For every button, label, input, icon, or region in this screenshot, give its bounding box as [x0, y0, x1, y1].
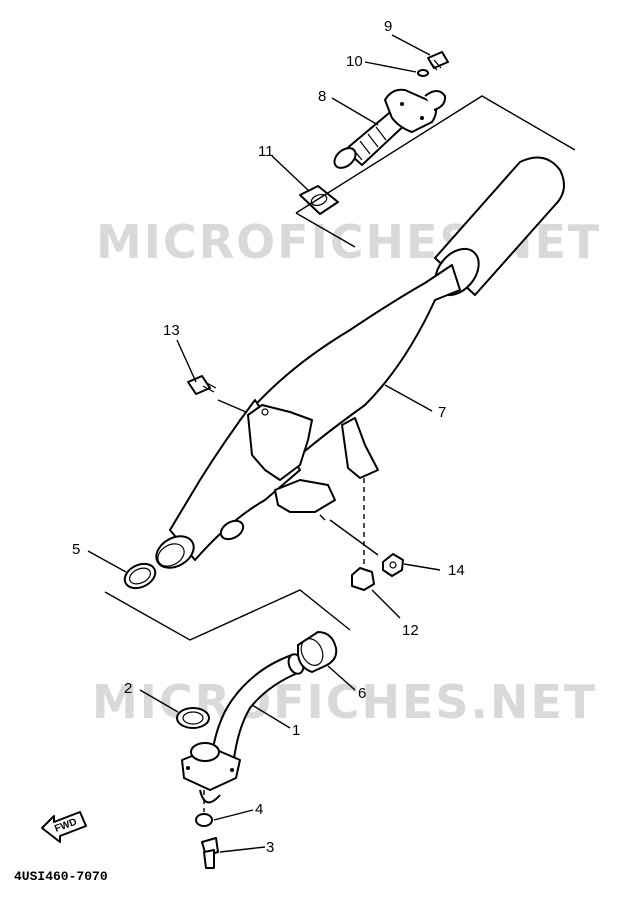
bolt-3	[201, 837, 219, 869]
callout-11: 11	[258, 143, 274, 160]
callout-8: 8	[318, 88, 326, 105]
washer-4	[195, 813, 213, 827]
callout-3: 3	[266, 839, 274, 856]
assembly-frame-bottom	[104, 589, 351, 641]
bolt-13	[187, 375, 217, 395]
callout-2: 2	[124, 680, 132, 697]
baffle-assembly	[333, 88, 447, 169]
callout-9: 9	[384, 18, 392, 35]
clamp-5	[123, 562, 157, 590]
bolt-9	[427, 51, 449, 71]
diagram-code: 4USI460-7070	[14, 869, 108, 884]
callout-6: 6	[358, 685, 366, 702]
nut-14	[382, 553, 404, 577]
callout-13: 13	[163, 322, 180, 339]
leader-lines	[87, 34, 441, 853]
fwd-arrow-icon: FWD	[41, 811, 87, 843]
gasket-2	[176, 707, 210, 729]
callout-7: 7	[438, 404, 446, 421]
watermark-bottom: MICROFICHES.NET	[92, 675, 597, 729]
callout-12: 12	[402, 622, 419, 639]
collar-6	[297, 631, 338, 673]
assembly-frame-top	[295, 95, 576, 248]
washer-10	[417, 69, 429, 77]
muffler-assembly	[155, 156, 565, 569]
damper-12	[351, 567, 375, 591]
callout-1: 1	[292, 722, 300, 739]
callout-5: 5	[72, 541, 80, 558]
exhaust-pipe-1	[181, 653, 305, 804]
callout-14: 14	[448, 562, 465, 579]
callout-4: 4	[255, 801, 263, 818]
callout-10: 10	[346, 53, 363, 70]
